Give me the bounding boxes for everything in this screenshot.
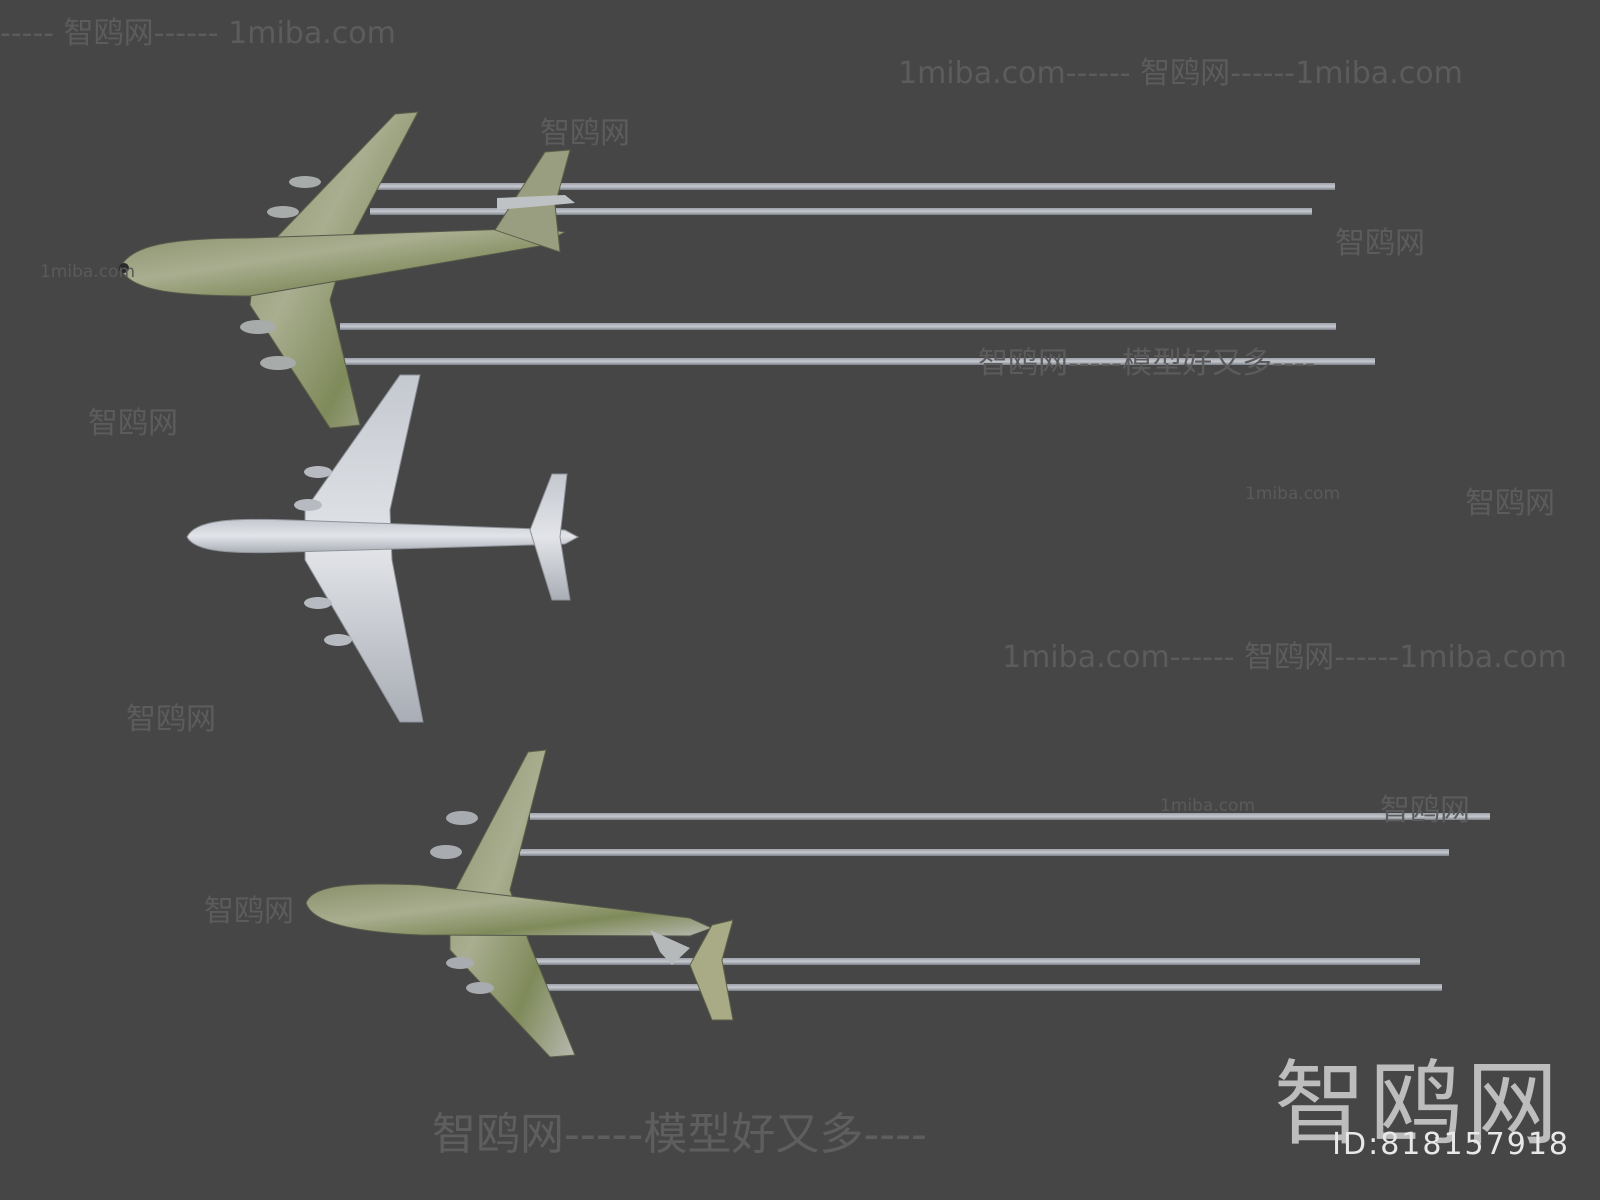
watermark-logo: 智鸥网: [1273, 1051, 1562, 1158]
watermark-text: 1miba.com: [40, 262, 136, 282]
watermark-text: 智鸥网-----模型好又多----: [978, 346, 1316, 381]
contrail: [530, 984, 1442, 991]
contrail: [520, 849, 1449, 856]
watermark-text: 智鸥网: [1380, 793, 1470, 828]
watermark-text: 智鸥网: [540, 116, 630, 151]
contrail: [370, 208, 1312, 215]
watermark-text: 1miba.com: [1160, 796, 1256, 816]
contrails-bottom-plane: [520, 813, 1490, 991]
contrail: [530, 958, 1420, 965]
watermark-slogan: 智鸥网-----模型好又多----: [432, 1109, 927, 1160]
watermark-text: 1miba.com------ 智鸥网------1miba.com: [1002, 640, 1567, 675]
watermark-text: 1miba.com: [1245, 484, 1341, 504]
plane-top-camo: [119, 111, 575, 429]
watermark-id: ID:818157918: [1332, 1127, 1570, 1162]
contrail: [340, 358, 1375, 365]
contrail: [530, 813, 1490, 820]
contrail: [370, 183, 1335, 190]
plane-angled-camo: [305, 749, 734, 1058]
watermark-text: 智鸥网: [204, 894, 294, 929]
watermark-text: 智鸥网: [1335, 226, 1425, 261]
contrails-top-plane: [340, 183, 1375, 365]
contrail: [340, 323, 1336, 330]
plane-bottom-grey: [186, 374, 580, 723]
watermark-text: 1miba.com------ 智鸥网------1miba.com: [898, 56, 1463, 91]
watermark-text: ----- 智鸥网------ 1miba.com: [0, 16, 396, 51]
watermark-text: 智鸥网: [126, 702, 216, 737]
watermark-text: 智鸥网: [88, 406, 178, 441]
watermark-text: 智鸥网: [1465, 486, 1555, 521]
